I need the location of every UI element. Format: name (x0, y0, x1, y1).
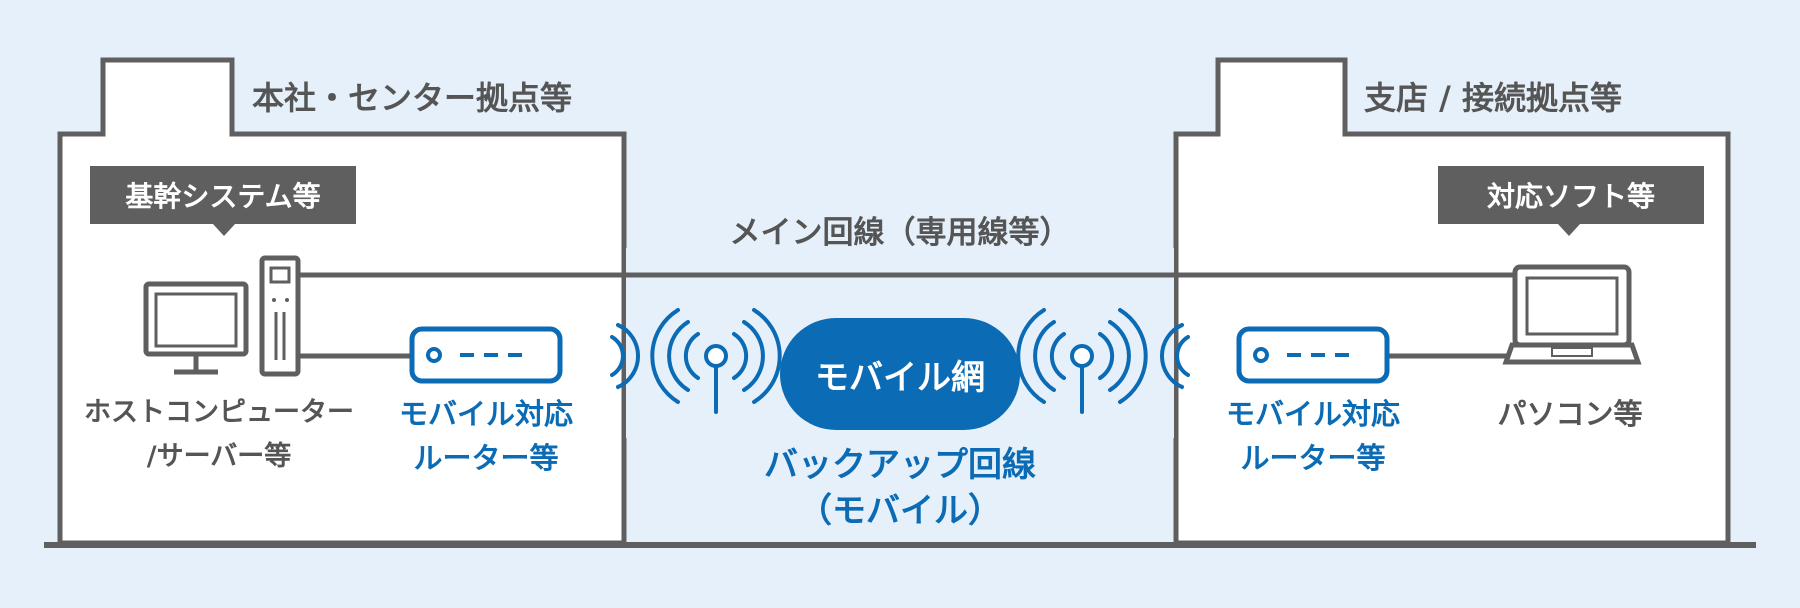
hq-router-label: モバイル対応 (398, 397, 573, 431)
headquarters-title: 本社・センター拠点等 (252, 79, 573, 117)
hq-router-icon (409, 326, 563, 384)
software-tag-pointer (1558, 224, 1580, 236)
host-label: ホストコンピューター (84, 397, 354, 428)
server-tower-icon (259, 255, 301, 377)
pc-label: パソコン等 (1497, 397, 1643, 431)
host-label-sub: /サーバー等 (146, 441, 292, 472)
branch-router-signal-icon (1160, 323, 1190, 389)
backup-line-sublabel: （モバイル） (798, 491, 1002, 531)
backup-line-label: バックアップ回線 (764, 445, 1036, 485)
hq-router-signal-icon (610, 323, 640, 389)
main-line-label: メイン回線（専用線等） (729, 215, 1071, 251)
laptop-icon (1502, 264, 1642, 365)
system-tag-pointer (213, 224, 235, 236)
left-antenna-icon (650, 308, 782, 414)
branch-router-label-sub: ルーター等 (1240, 441, 1386, 475)
right-antenna-icon (1016, 308, 1148, 414)
hq-router-label-sub: ルーター等 (413, 441, 559, 475)
branch-router-label: モバイル対応 (1225, 397, 1400, 431)
desktop-monitor-icon (143, 281, 249, 375)
branch-router-icon (1236, 326, 1390, 384)
system-tag: 基幹システム等 (90, 166, 356, 224)
mobile-network-pill: モバイル網 (780, 318, 1020, 430)
branch-title: 支店 / 接続拠点等 (1364, 79, 1622, 117)
software-tag: 対応ソフト等 (1438, 166, 1704, 224)
